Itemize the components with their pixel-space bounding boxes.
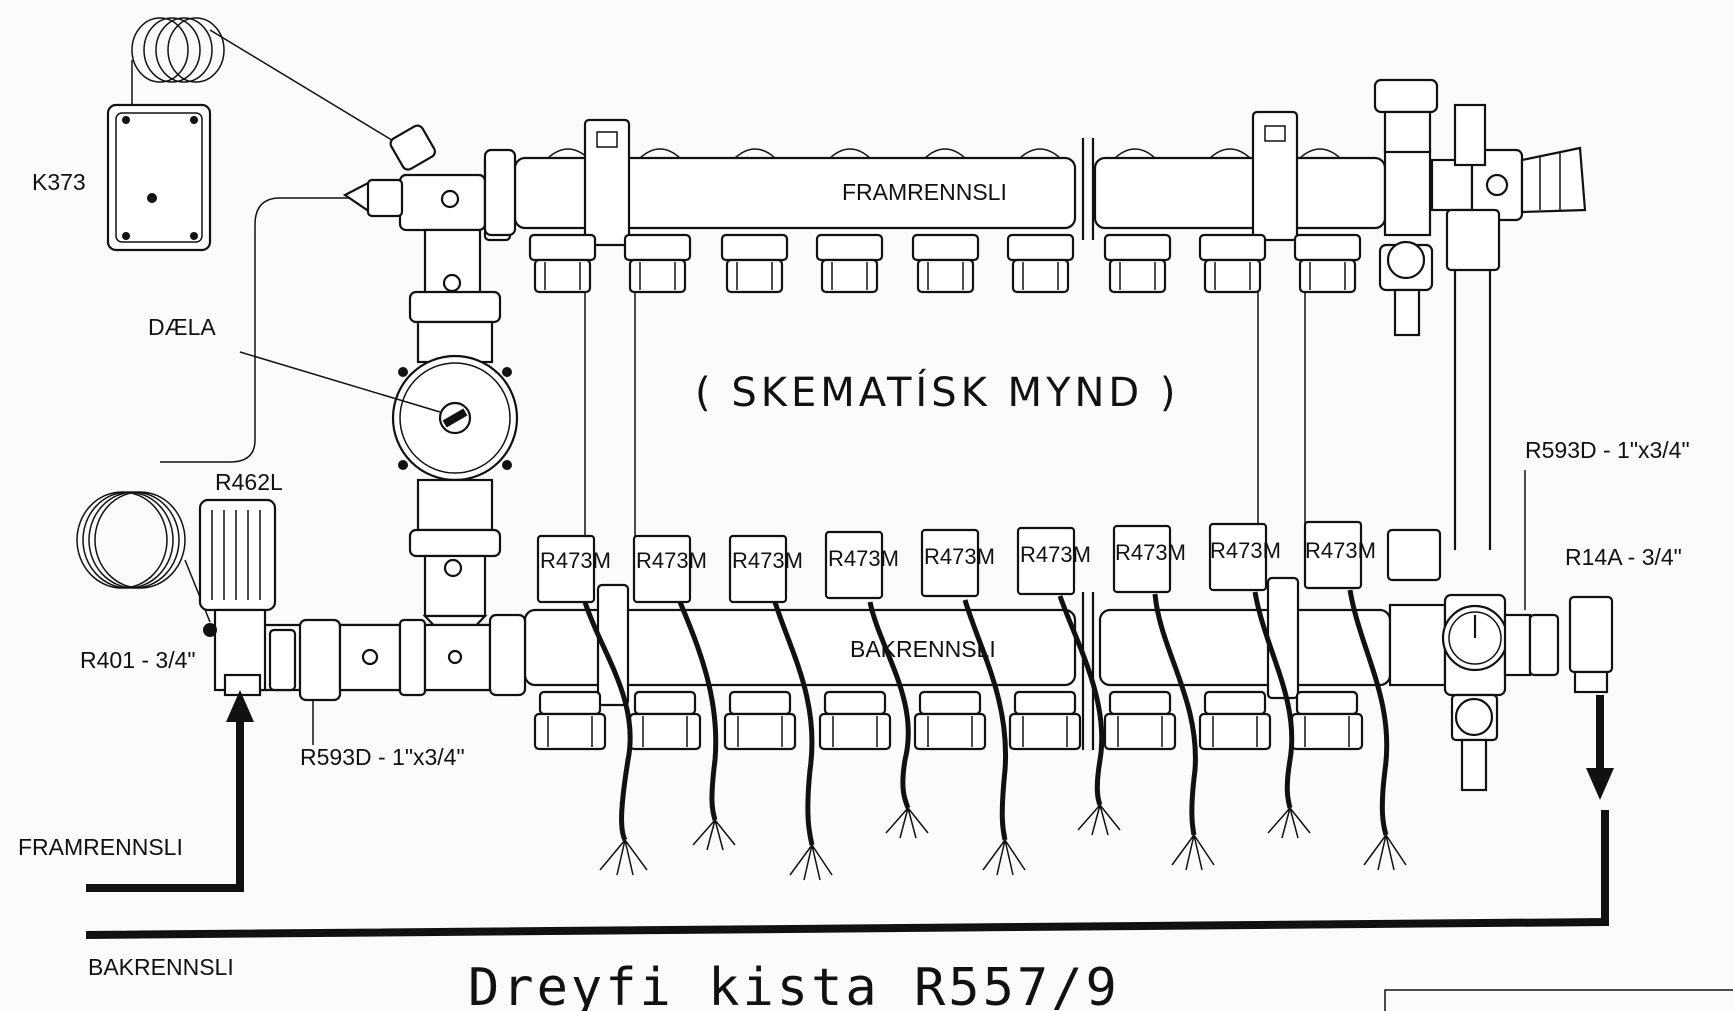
supply-end-fittings	[1373, 78, 1587, 550]
label-r462l: R462L	[215, 469, 283, 495]
supply-manifold	[513, 110, 1387, 294]
return-end-fittings	[1388, 593, 1614, 792]
thermostat-k373	[106, 17, 401, 252]
pump	[391, 290, 519, 650]
actuator-boxes	[536, 520, 1442, 604]
title-block-frame	[1384, 989, 1733, 1011]
label-return-line: BAKRENNSLI	[88, 954, 234, 980]
label-r401: R401 - 3/4"	[80, 647, 196, 673]
supply-left-union	[483, 148, 517, 237]
actuator-label: R473M	[1115, 540, 1186, 565]
diagram-title: Dreyfi kista R557/9	[468, 958, 1120, 1011]
actuator-label: R473M	[924, 544, 995, 569]
return-left-fittings	[198, 498, 527, 702]
supply-flow-arrow	[86, 690, 254, 892]
label-daela: DÆLA	[148, 314, 216, 340]
actuator-wires	[582, 589, 1390, 846]
label-r14a: R14A - 3/4"	[1565, 544, 1682, 570]
wire-ends	[599, 804, 1407, 881]
actuator-label: R473M	[1305, 538, 1376, 563]
return-manifold	[523, 576, 1392, 751]
label-k373: K373	[32, 169, 86, 195]
schematic-subtitle: ( SKEMATÍSK MYND )	[695, 368, 1180, 416]
actuator-label: R473M	[1210, 538, 1281, 563]
label-supply-manifold: FRAMRENNSLI	[842, 179, 1007, 205]
return-flow-arrow	[85, 695, 1614, 939]
label-r593d-right: R593D - 1"x3/4"	[1525, 437, 1690, 463]
actuator-label: R473M	[1020, 542, 1091, 567]
capillary-tube	[160, 197, 350, 463]
label-r593d-left: R593D - 1"x3/4"	[300, 744, 465, 770]
label-supply-line: FRAMRENNSLI	[18, 834, 183, 860]
daela-leader	[239, 351, 441, 413]
actuator-label: R473M	[828, 546, 899, 571]
actuator-label: R473M	[636, 548, 707, 573]
capillary-coil-left	[76, 491, 211, 623]
actuator-label: R473M	[540, 548, 611, 573]
label-return-manifold: BAKRENNSLI	[850, 636, 996, 662]
actuator-label: R473M	[732, 548, 803, 573]
